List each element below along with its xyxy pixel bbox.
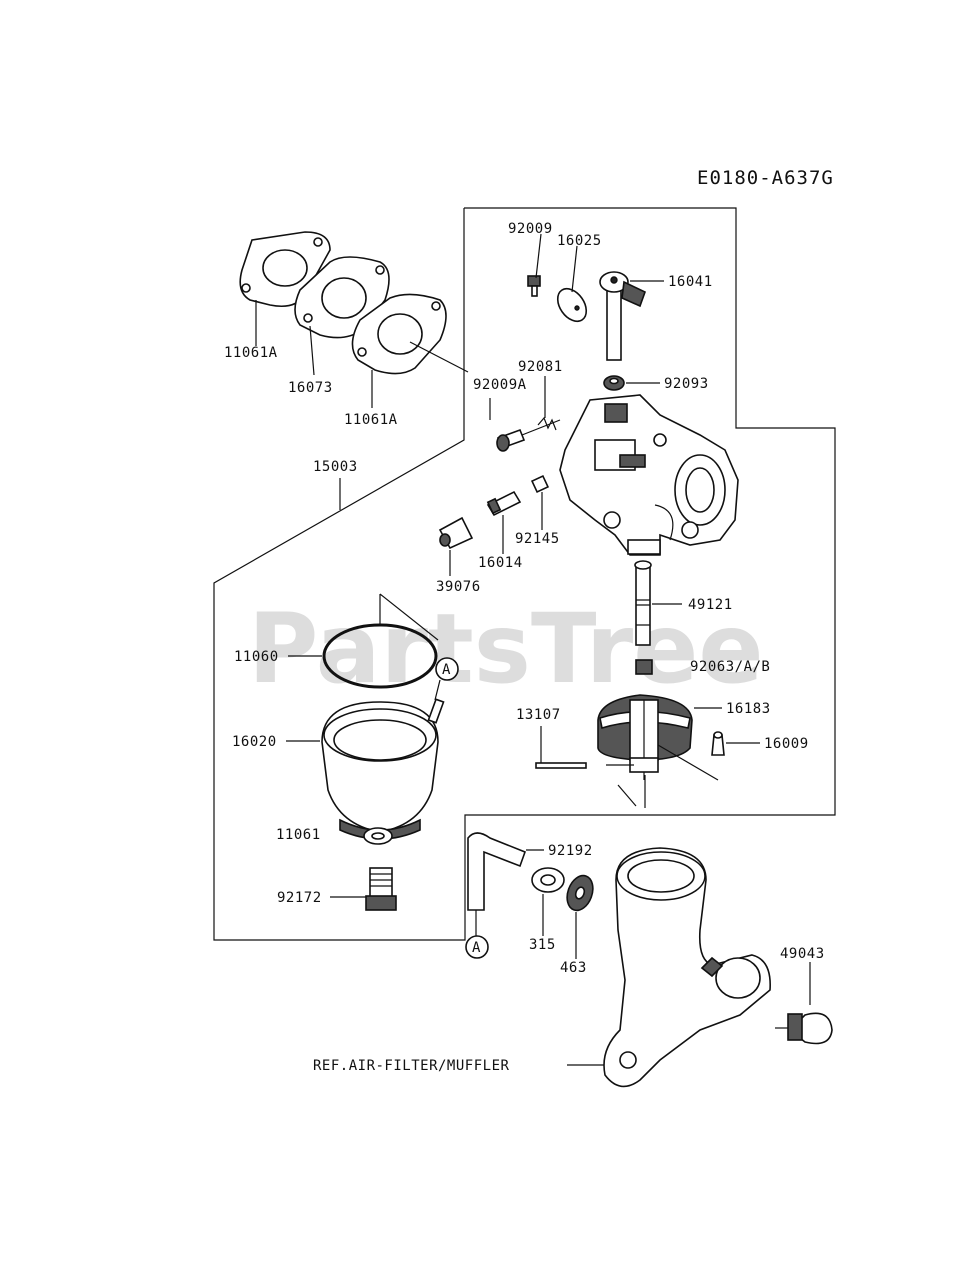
label-16073[interactable]: 16073 bbox=[288, 380, 333, 396]
label-92172[interactable]: 92172 bbox=[277, 890, 322, 906]
label-315[interactable]: 315 bbox=[529, 937, 556, 953]
seal-92093[interactable] bbox=[603, 375, 625, 391]
drain-screw-92172[interactable] bbox=[365, 867, 397, 911]
o-ring-11060[interactable] bbox=[322, 593, 439, 689]
label-16014[interactable]: 16014 bbox=[478, 555, 523, 571]
pilot-jet-16014[interactable] bbox=[486, 490, 522, 517]
jet-92145[interactable] bbox=[530, 474, 550, 494]
label-13107[interactable]: 13107 bbox=[516, 707, 561, 723]
label-92192[interactable]: 92192 bbox=[548, 843, 593, 859]
label-92009[interactable]: 92009 bbox=[508, 221, 553, 237]
diagram-code: E0180-A637G bbox=[697, 167, 834, 189]
float-pin-13107[interactable] bbox=[535, 762, 587, 769]
label-92063[interactable]: 92063/A/B bbox=[690, 659, 770, 675]
svg-text:A: A bbox=[442, 662, 451, 678]
label-11060[interactable]: 11060 bbox=[234, 649, 279, 665]
label-16025[interactable]: 16025 bbox=[557, 233, 602, 249]
nozzle-49121[interactable] bbox=[634, 560, 652, 646]
throttle-shaft-16041[interactable] bbox=[599, 271, 646, 361]
label-11061a-front[interactable]: 11061A bbox=[224, 345, 278, 361]
sensor-49043[interactable] bbox=[775, 962, 833, 1045]
label-16020[interactable]: 16020 bbox=[232, 734, 277, 750]
idle-screw-92009a[interactable] bbox=[496, 419, 561, 452]
nut-315[interactable] bbox=[531, 867, 565, 893]
washer-463[interactable] bbox=[563, 872, 598, 914]
label-11061a-rear[interactable]: 11061A bbox=[344, 412, 398, 428]
intake-pipe[interactable] bbox=[603, 847, 771, 1088]
label-ref-air-filter-muffler[interactable]: REF.AIR-FILTER/MUFFLER bbox=[313, 1058, 510, 1074]
label-92009a[interactable]: 92009A bbox=[473, 377, 527, 393]
label-16009[interactable]: 16009 bbox=[764, 736, 809, 752]
throttle-plate-16025[interactable] bbox=[552, 283, 592, 326]
label-39076[interactable]: 39076 bbox=[436, 579, 481, 595]
spring-92081[interactable] bbox=[537, 416, 557, 431]
needle-16009[interactable] bbox=[711, 731, 725, 756]
label-16183[interactable]: 16183 bbox=[726, 701, 771, 717]
leader-lines bbox=[255, 233, 760, 1066]
label-49043[interactable]: 49043 bbox=[780, 946, 825, 962]
label-92081[interactable]: 92081 bbox=[518, 359, 563, 375]
watermark: PartsTree bbox=[248, 593, 763, 705]
float-bowl-16020[interactable] bbox=[321, 698, 445, 840]
label-92093[interactable]: 92093 bbox=[664, 376, 709, 392]
main-jet-92063[interactable] bbox=[635, 659, 653, 675]
label-49121[interactable]: 49121 bbox=[688, 597, 733, 613]
fuel-hose-92192[interactable] bbox=[467, 832, 527, 936]
cap-39076[interactable] bbox=[438, 516, 474, 550]
gasket-11061a-rear[interactable] bbox=[351, 293, 447, 375]
label-16041[interactable]: 16041 bbox=[668, 274, 713, 290]
connector-a-top: A bbox=[434, 657, 459, 701]
assembly-boundary bbox=[213, 207, 836, 941]
screw-92009[interactable] bbox=[527, 275, 541, 297]
label-92145[interactable]: 92145 bbox=[515, 531, 560, 547]
connector-a-bottom: A bbox=[465, 935, 489, 959]
carburetor-body[interactable] bbox=[559, 394, 739, 556]
label-463[interactable]: 463 bbox=[560, 960, 587, 976]
svg-text:A: A bbox=[472, 940, 481, 956]
washer-11061[interactable] bbox=[363, 827, 393, 845]
float-16183[interactable] bbox=[597, 694, 693, 780]
label-11061[interactable]: 11061 bbox=[276, 827, 321, 843]
label-15003[interactable]: 15003 bbox=[313, 459, 358, 475]
